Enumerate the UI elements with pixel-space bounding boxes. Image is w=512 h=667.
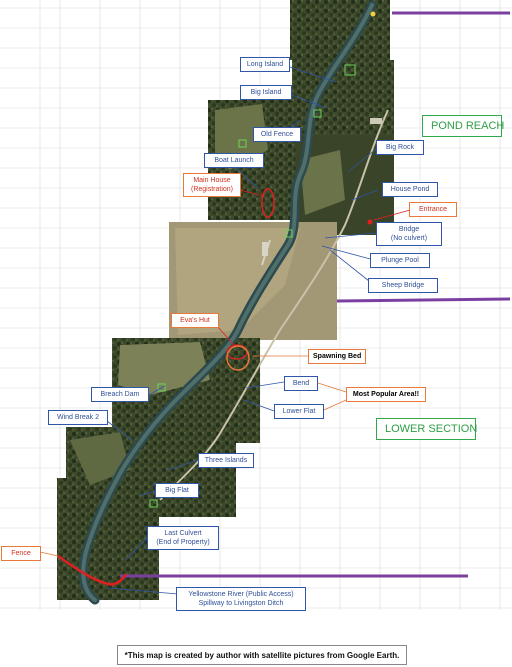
label-fence: Fence xyxy=(1,546,41,561)
pasture-area xyxy=(70,432,130,485)
leader-line xyxy=(245,381,285,389)
leader-line xyxy=(107,587,179,595)
road-line xyxy=(159,109,389,501)
leader-line xyxy=(291,94,327,109)
leader-line xyxy=(239,189,265,197)
section-label-lower-section: LOWER SECTION xyxy=(376,418,477,440)
building-marker xyxy=(262,242,268,256)
leader-line xyxy=(351,189,379,201)
leader-line xyxy=(324,232,377,239)
spawning-bed-circle xyxy=(226,345,250,371)
label-entrance: Entrance xyxy=(409,202,457,217)
section-label-pond-reach: POND REACH xyxy=(422,115,504,137)
label-yellowstone-line2: Spillway to Livingston Ditch xyxy=(198,600,284,607)
label-yellowstone-line1: Yellowstone River (Public Access) xyxy=(188,591,294,598)
label-last-culvert: Last Culvert (End of Property) xyxy=(147,526,219,550)
building-marker xyxy=(370,118,382,124)
label-house-pond: House Pond xyxy=(382,182,438,197)
location-marker xyxy=(157,383,166,392)
label-most-popular-area: Most Popular Area!! xyxy=(346,387,426,402)
label-old-fence: Old Fence xyxy=(253,127,301,142)
label-lower-flat: Lower Flat xyxy=(274,404,324,419)
label-bend: Bend xyxy=(284,376,318,391)
label-wind-break-2: Wind Break 2 xyxy=(48,410,108,425)
label-long-island: Long Island xyxy=(240,57,290,72)
label-bridge-line1: Bridge xyxy=(398,226,420,233)
label-breach-dam: Breach Dam xyxy=(91,387,149,402)
boundary-line-middle xyxy=(336,297,511,303)
label-big-rock: Big Rock xyxy=(376,140,424,155)
label-sheep-bridge: Sheep Bridge xyxy=(368,278,438,293)
leader-line xyxy=(39,551,59,557)
leader-line xyxy=(329,249,375,286)
pasture-area xyxy=(300,150,345,215)
location-marker xyxy=(344,64,356,76)
label-bridge: Bridge (No culvert) xyxy=(376,222,442,246)
pasture-area xyxy=(118,342,210,395)
label-yellowstone-river: Yellowstone River (Public Access) Spillw… xyxy=(176,587,306,611)
leader-line xyxy=(321,245,375,261)
label-boat-launch: Boat Launch xyxy=(204,153,264,168)
location-marker xyxy=(284,229,293,238)
label-last-culvert-line2: (End of Property) xyxy=(156,539,210,546)
label-three-islands: Three Islands xyxy=(198,453,254,468)
label-evas-hut: Eva's Hut xyxy=(171,313,219,328)
label-spawning-bed: Spawning Bed xyxy=(308,349,366,364)
leader-line xyxy=(289,66,337,83)
leader-line xyxy=(323,399,347,411)
leader-line xyxy=(243,399,275,412)
location-marker xyxy=(313,109,322,118)
label-big-flat: Big Flat xyxy=(155,483,199,498)
river-channel xyxy=(81,3,374,602)
label-big-island: Big Island xyxy=(240,85,292,100)
leader-line xyxy=(235,167,259,189)
label-main-house: Main House (Registration) xyxy=(183,173,241,197)
leader-line xyxy=(217,326,235,346)
footnote: *This map is created by author with sate… xyxy=(117,645,407,665)
leader-line xyxy=(125,536,149,561)
label-bridge-line2: (No culvert) xyxy=(390,235,428,242)
location-marker xyxy=(149,499,158,508)
location-marker xyxy=(238,139,247,148)
label-plunge-pool: Plunge Pool xyxy=(370,253,430,268)
label-main-house-line1: Main House xyxy=(193,177,231,184)
fence-line xyxy=(57,554,128,586)
top-pin-marker xyxy=(370,11,376,17)
leader-line xyxy=(317,382,347,393)
leader-line xyxy=(373,209,411,221)
entrance-marker xyxy=(367,219,373,225)
label-last-culvert-line1: Last Culvert xyxy=(164,530,202,537)
leader-line xyxy=(148,385,166,396)
leader-line xyxy=(347,148,377,173)
label-main-house-line2: (Registration) xyxy=(190,186,233,193)
leader-line xyxy=(167,459,199,471)
pasture-area xyxy=(175,228,300,335)
main-house-circle xyxy=(261,188,275,218)
